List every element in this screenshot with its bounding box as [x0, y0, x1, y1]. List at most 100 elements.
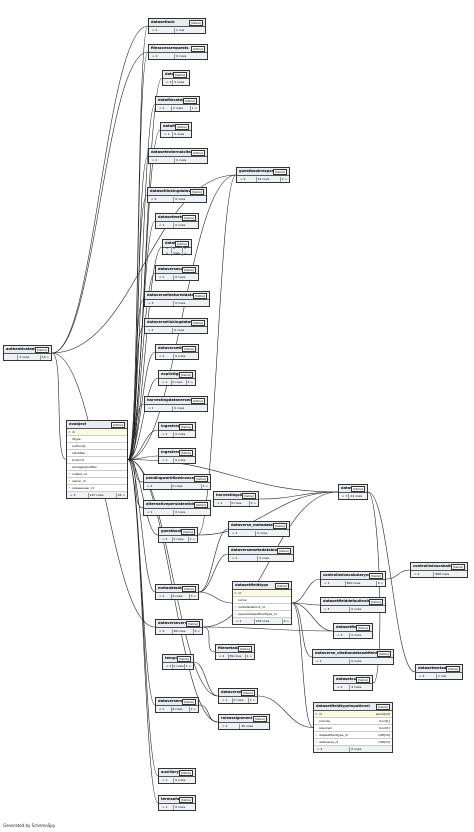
table-name[interactable]: dataverselinkingdataverse	[147, 320, 191, 324]
table-name[interactable]: filemetadata	[218, 646, 238, 650]
table-name[interactable]: datasetcol	[336, 677, 357, 681]
column-row: storageidentifier	[67, 464, 127, 471]
table-tag: [table]	[175, 240, 189, 247]
table-termsofaccess[interactable]: termsofaccess[table]< 10 rows	[158, 795, 196, 811]
table-name[interactable]: datasetfieldtypeinputlevel	[316, 704, 370, 708]
table-datafile[interactable]: datafile[table]< 25 rows	[162, 70, 190, 86]
table-name[interactable]: datasetexternalcitations	[151, 150, 191, 154]
table-name[interactable]: datasetlinkingdataverse	[150, 189, 190, 193]
table-harvestingdataverseconfig[interactable]: harvestingdataverseconfig[table]< 10 row…	[144, 396, 208, 412]
table-name[interactable]: auxiliaryfile	[161, 770, 179, 774]
table-name[interactable]: datafile	[165, 72, 173, 76]
table-name[interactable]: datasetmetadatajects	[418, 666, 447, 670]
table-name[interactable]: termsofaccess	[161, 797, 180, 801]
table-datasetmetrics[interactable]: datasetmetrics[table]< 10 rows	[155, 213, 199, 229]
table-dataversemetadatablockfacet[interactable]: dataversemetadatablockfacet[table]< 20 r…	[228, 546, 294, 562]
table-name[interactable]: dataversemetadatablockfacet	[231, 548, 278, 552]
table-name[interactable]: datasetfield	[336, 625, 356, 629]
table-name[interactable]: dataverse_metadatablock	[231, 523, 273, 527]
table-name[interactable]: datasetfieldtype	[235, 583, 269, 587]
row-count: 30 rows	[239, 723, 254, 729]
table-name[interactable]: datasetfielddefaultvalue	[323, 599, 370, 603]
table-name[interactable]: fileaccessrequests	[151, 46, 189, 50]
table-name[interactable]: alternativepersistentidentifier	[146, 502, 194, 506]
table-name[interactable]: dataset	[341, 486, 351, 490]
table-name[interactable]: dvobject	[69, 422, 87, 426]
table-name[interactable]: dataverseconent	[158, 267, 183, 271]
table-name[interactable]: datasetmetrics	[158, 215, 182, 219]
table-datasetexternalcitations[interactable]: datasetexternalcitations[table]< 10 rows	[148, 148, 208, 164]
table-header: dataverse_metadatablock[table]	[229, 522, 289, 530]
table-name[interactable]: roleassignment	[221, 716, 253, 720]
table-name[interactable]: harvestingclient	[216, 493, 242, 497]
table-dataversetheme[interactable]: dataversetheme[table]< 10 rows	[155, 344, 199, 360]
table-ingestreport[interactable]: ingestreport[table]< 10 rows	[158, 422, 196, 438]
table-name[interactable]: datasetlock	[151, 20, 175, 24]
table-name[interactable]: pendingworkflowinvocation	[146, 476, 195, 480]
table-name[interactable]: dataverseversion	[158, 621, 186, 625]
table-ingestrequest[interactable]: ingestrequest[table]< 10 rows	[158, 448, 196, 464]
table-dataset[interactable]: dataset[table]< 724 rows	[338, 484, 368, 500]
table-name[interactable]: datatable	[165, 241, 175, 245]
table-header: guestbookresponse[table]	[237, 168, 289, 176]
table-name[interactable]: controlledvocabalternate	[413, 564, 451, 568]
table-dataversefeatureddataverse[interactable]: dataversefeatureddataverse[table]< 20 ro…	[144, 291, 210, 307]
table-datasetfield[interactable]: datasetfield[table]< 30 rows	[333, 623, 373, 639]
table-dataverse_metadatablock[interactable]: dataverse_metadatablock[table]< 20 rows	[228, 521, 290, 537]
table-pendingworkflowinvocation[interactable]: pendingworkflowinvocation[table]< 20 row…	[143, 474, 211, 490]
table-datafiletag[interactable]: datafiletag[table]< 10 rows	[160, 122, 192, 138]
table-name[interactable]: ingestreport	[161, 424, 179, 428]
table-tag: [table]	[356, 676, 370, 683]
table-name[interactable]: template	[165, 656, 177, 660]
table-name[interactable]: dataverserole	[158, 699, 183, 703]
table-name[interactable]: dataverse	[221, 690, 242, 694]
column-name: parentdatasetfieldtype_id	[238, 611, 277, 616]
table-datasetmetadatajects[interactable]: datasetmetadatajects[table]< 21 row	[415, 664, 463, 680]
table-name[interactable]: datafiletag	[163, 124, 175, 128]
table-name[interactable]: dataversetheme	[158, 346, 183, 350]
table-name[interactable]: guestbookresponse	[239, 169, 273, 173]
table-name[interactable]: datafilecategory	[158, 98, 183, 102]
table-name[interactable]: ingestrequest	[161, 450, 179, 454]
table-name[interactable]: controlledvocabularyvalue	[323, 573, 369, 577]
table-name[interactable]: metadatablock	[158, 586, 182, 590]
table-dataverselinkingdataverse[interactable]: dataverselinkingdataverse[table]< 20 row…	[144, 318, 208, 334]
table-dataverseconent[interactable]: dataverseconent[table]< 10 rows	[155, 265, 199, 281]
table-alternativepersistentidentifier[interactable]: alternativepersistentidentifier[table]< …	[143, 500, 211, 516]
table-name[interactable]: authenticateduser	[6, 347, 35, 351]
table-name[interactable]: guestbook	[161, 529, 182, 533]
table-name[interactable]: harvestingdataverseconfig	[147, 398, 192, 402]
table-name[interactable]: dataversefeatureddataverse	[147, 293, 193, 297]
table-auxiliaryfile[interactable]: auxiliaryfile[table]< 10 rows	[158, 768, 196, 784]
table-tag: [table]	[446, 665, 460, 672]
table-datasetlinkingdataverse[interactable]: datasetlinkingdataverse[table]< 20 rows	[147, 187, 207, 203]
table-name[interactable]: dataverse_citationdatasetfieldtypes	[315, 651, 377, 655]
table-name[interactable]: explicitgroup	[161, 372, 179, 376]
table-dataverse_citationdatasetfieldtypes[interactable]: dataverse_citationdatasetfieldtypes[tabl…	[312, 649, 394, 665]
table-header: datasetmetadatajects[table]	[416, 665, 462, 673]
